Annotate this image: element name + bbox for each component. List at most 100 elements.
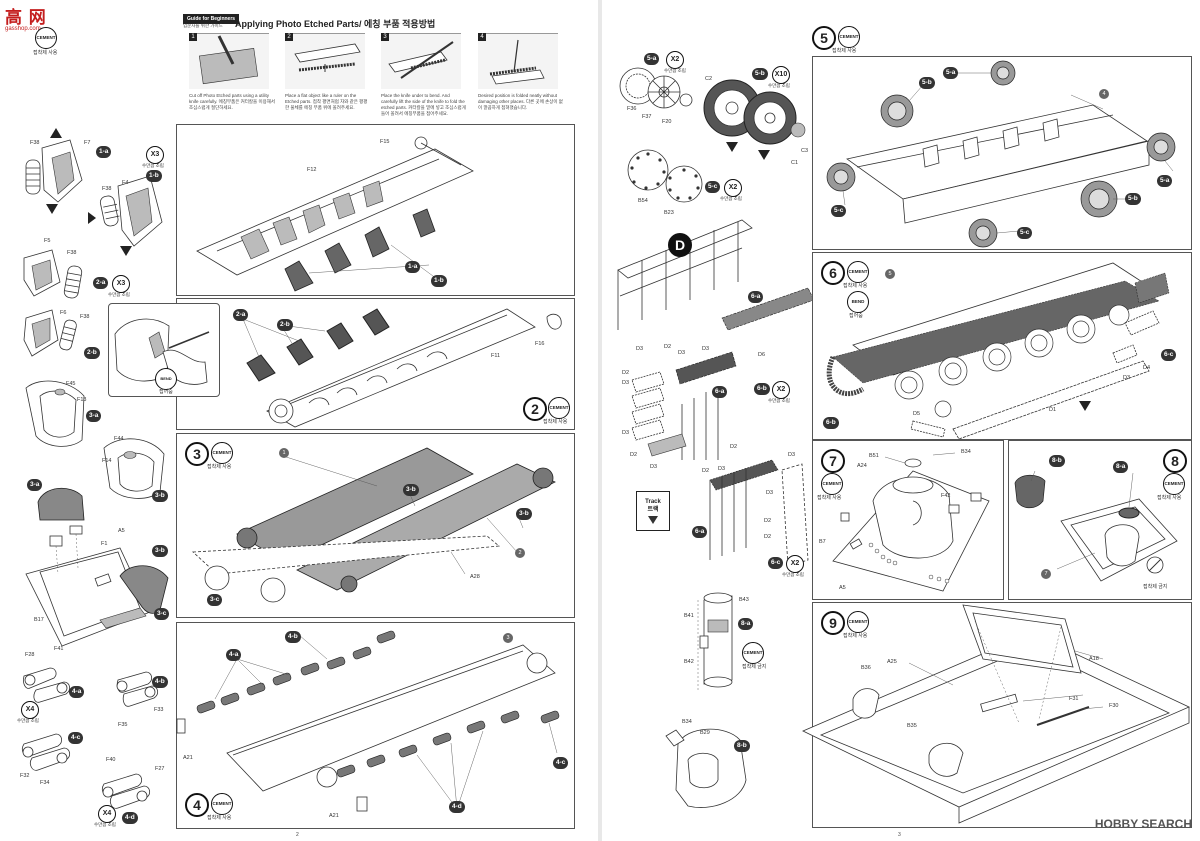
- step-3-drawing: [192, 447, 556, 603]
- part-label: B43: [739, 597, 749, 603]
- part-label: 3: [503, 633, 513, 643]
- step-5-frame: 4 5-a 5-b 5-a 5-b 5-c 5-c: [812, 56, 1192, 250]
- subassembly-4a-label: 4-a: [69, 686, 85, 698]
- subassembly-6a-label: 6-a: [692, 526, 708, 538]
- bend-label: 접어줌: [849, 313, 863, 319]
- cement-label: 접착제 사용: [1157, 495, 1182, 501]
- part-label: B7: [819, 539, 826, 545]
- part-label: F28: [25, 652, 35, 658]
- step-4-drawing: [176, 630, 560, 812]
- step-d-marker: D: [668, 233, 692, 257]
- left-column-subassemblies: [22, 128, 169, 809]
- guide-step-4-number: 4: [478, 33, 486, 41]
- part-label: 5: [885, 269, 895, 279]
- multiplier-6c: X2: [786, 555, 804, 573]
- knife-cut-illustration: [198, 35, 259, 85]
- step-9-frame: 9 CEMENT 접착제 사용 B36 A25 A18 F31 F30 B35: [802, 602, 1192, 828]
- part-label: C1: [791, 160, 799, 166]
- subassembly-2b-label: 2-b: [84, 347, 100, 359]
- part-label: F44: [114, 436, 124, 442]
- subassembly-4d-drawing: [102, 773, 150, 809]
- same-build-label: 수만큼 조립: [720, 196, 742, 201]
- part-label: F37: [642, 114, 652, 120]
- part-label: A25: [887, 659, 897, 665]
- cement-label: 접착제 사용: [832, 48, 857, 54]
- guide-tag: Guide for Beginners: [183, 14, 240, 24]
- part-label: F11: [491, 353, 501, 359]
- guide-step-2-number: 2: [285, 33, 293, 41]
- part-label: F42: [941, 493, 951, 499]
- part-label: B34: [961, 449, 971, 455]
- part-label: F40: [106, 757, 116, 763]
- guide-step-1-picture: [189, 33, 269, 89]
- part-label: F20: [662, 119, 672, 125]
- subassembly-2a-label: 2-a: [93, 277, 109, 289]
- subassembly-4c-drawing: [22, 733, 70, 771]
- part-label: D3: [702, 346, 710, 352]
- subassembly-3b-label: 3-b: [152, 490, 168, 502]
- part-label: D3: [678, 350, 686, 356]
- cement-label: 접착제 사용: [817, 495, 842, 501]
- subassembly-3a-label: 3-a: [27, 479, 43, 491]
- subassembly-5a-label: 5-a: [943, 67, 959, 79]
- part-label: 7: [1041, 569, 1051, 579]
- no-cement-icon: CEMENT: [742, 642, 764, 664]
- wheel-5c-drawing: [627, 149, 703, 203]
- step-number-3: 3: [185, 442, 209, 466]
- subassembly-4d-label: 4-d: [449, 801, 465, 813]
- part-label: A21: [183, 755, 193, 761]
- guide-tag-ko: 입문자를 위한 가이드: [183, 23, 223, 28]
- multiplier-4d: X4: [98, 805, 116, 823]
- part-label: F35: [118, 722, 128, 728]
- multiplier-6b: X2: [772, 381, 790, 399]
- no-cement-label: 접착제 금지: [742, 664, 767, 670]
- subassembly-4b-label: 4-b: [285, 631, 301, 643]
- ruler-placement-illustration: [294, 43, 361, 72]
- step-7-drawing: [832, 452, 990, 592]
- part-label: B42: [684, 659, 694, 665]
- step-1-frame: F15 F12 1-a 1-b: [176, 124, 575, 296]
- part-label: B36: [861, 665, 871, 671]
- part-label: D2: [764, 534, 772, 540]
- subassembly-1b-label: 1-b: [146, 170, 162, 182]
- same-build-label: 수만큼 조립: [768, 398, 790, 403]
- right-column-subassemblies: [617, 67, 815, 808]
- part-label: F16: [535, 341, 545, 347]
- wheel-5b-drawing: [703, 79, 806, 160]
- subassembly-3c-label: 3-c: [207, 594, 223, 606]
- page-spine: [598, 0, 602, 841]
- subassembly-4c-label: 4-c: [553, 757, 569, 769]
- part-label: D3: [622, 380, 630, 386]
- part-label: F14: [102, 458, 112, 464]
- part-label: D5: [913, 411, 921, 417]
- track-frame-6c-drawing: [709, 459, 809, 567]
- page-number: 2: [296, 832, 299, 838]
- part-label: D2: [622, 370, 630, 376]
- same-build-label: 수만큼 조립: [782, 572, 804, 577]
- subassembly-2a-drawing: [23, 249, 83, 299]
- subassembly-5b-label: 5-b: [919, 77, 935, 89]
- guide-step-1-number: 1: [189, 33, 197, 41]
- part-label: 1: [279, 448, 289, 458]
- bend-icon: BEND: [847, 291, 869, 313]
- hobby-search-watermark: HOBBY SEARCH: [1094, 817, 1192, 831]
- cement-label: 접착제 사용: [207, 815, 232, 821]
- step-number-7: 7: [821, 449, 845, 473]
- guide-step-4-picture: [478, 33, 558, 89]
- part-label: D3: [622, 430, 630, 436]
- step-4-frame: 4-a 4-b 3 4-c 4-d A21 A21 4 CEMENT 접착제 사…: [176, 622, 575, 829]
- part-label: D2: [702, 468, 710, 474]
- subassembly-5a-label: 5-a: [1157, 175, 1173, 187]
- part-label: B34: [682, 719, 692, 725]
- cement-icon: CEMENT: [35, 27, 57, 49]
- guide-step-3-number: 3: [381, 33, 389, 41]
- part-8a-drawing: [697, 592, 733, 690]
- part-label: B29: [700, 730, 710, 736]
- part-label: F33: [154, 707, 164, 713]
- part-label: F38: [30, 140, 40, 146]
- subassembly-5c-label: 5-c: [705, 181, 721, 193]
- subassembly-5a-label: 5-a: [644, 53, 660, 65]
- part-8b-drawing: [665, 728, 747, 808]
- guide-title: Applying Photo Etched Parts/ 에칭 부품 적용방법: [235, 19, 436, 29]
- same-build-label: 수만큼 조립: [664, 68, 686, 73]
